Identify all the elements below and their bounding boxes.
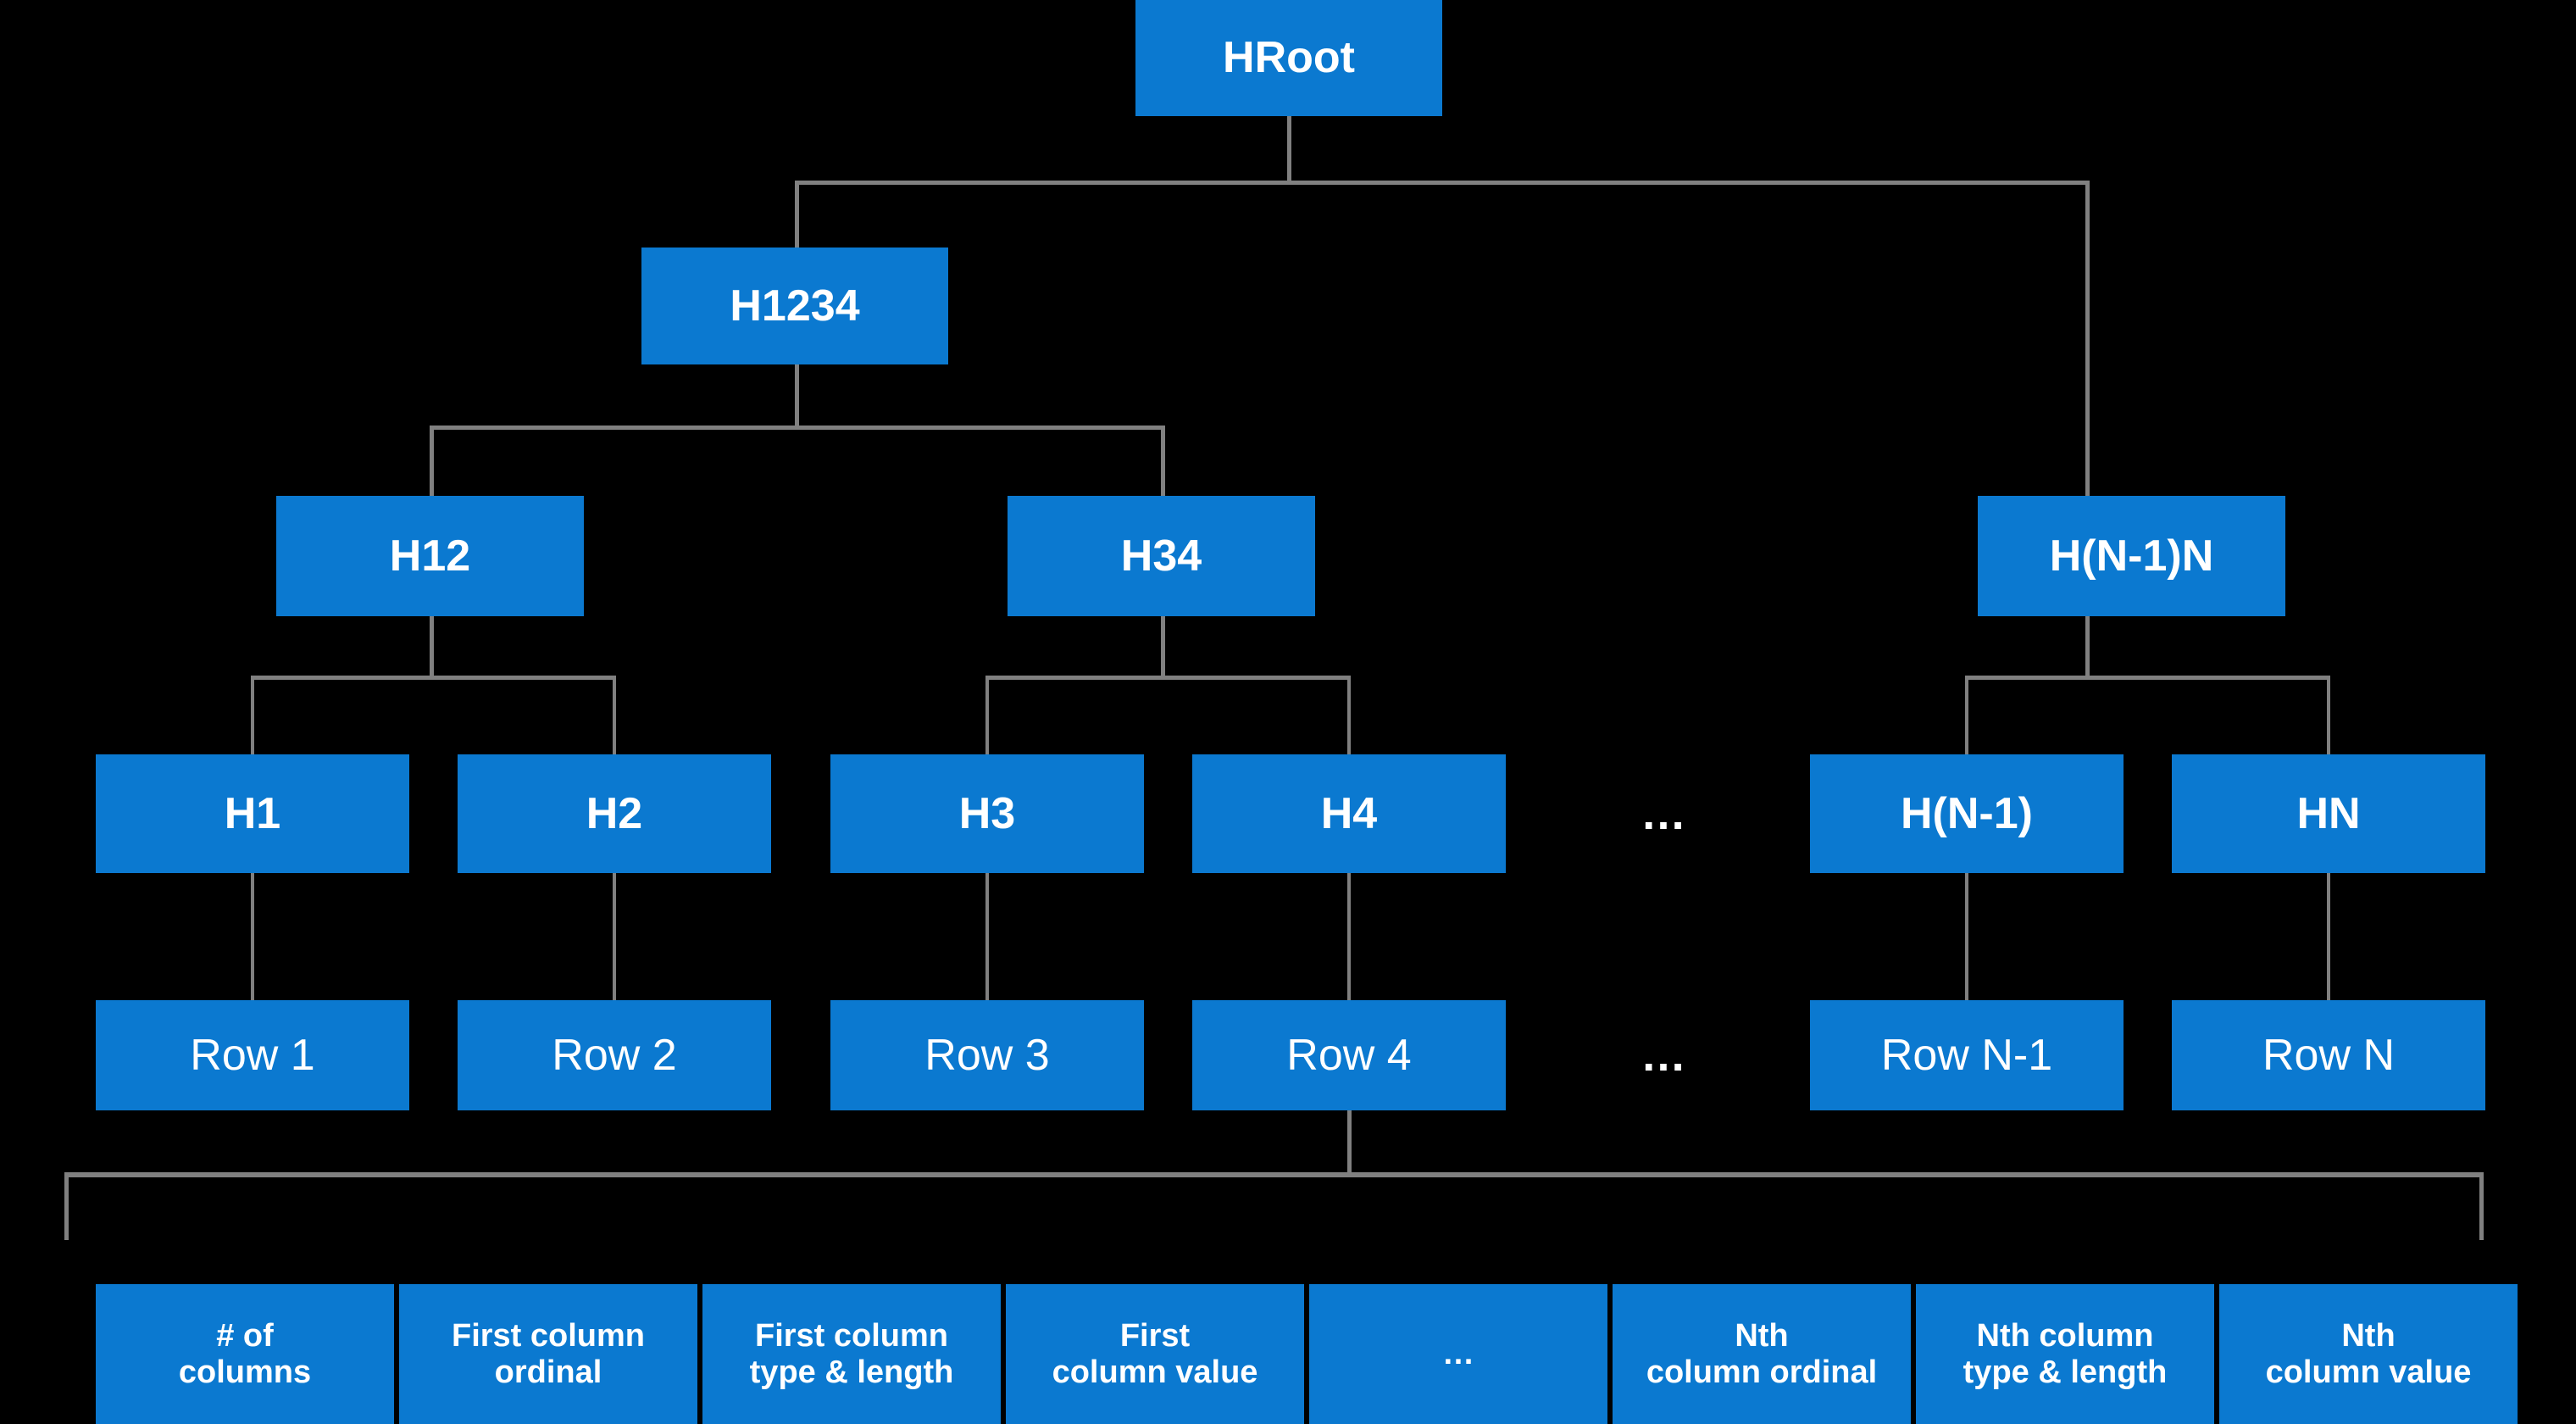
column-box-first-column-type-length[interactable]: First column type & length [702, 1284, 1001, 1424]
connector-h1234-stem [795, 364, 799, 427]
node-h4-label: H4 [1320, 788, 1378, 838]
connector-h12-stem [430, 616, 434, 678]
column-box-ellipsis-line2: … [1442, 1336, 1474, 1372]
node-hn1n-label: H(N-1)N [2049, 531, 2214, 581]
connector-h4-to-row4 [1347, 873, 1351, 1000]
connector-h3-to-row3 [985, 873, 989, 1000]
ellipsis-hash-level: … [1641, 788, 1690, 839]
node-hn1n[interactable]: H(N-1)N [1978, 496, 2285, 616]
node-row-1-label: Row 1 [190, 1030, 315, 1080]
connector-h12-bar [251, 676, 616, 680]
connector-h12-to-h2 [613, 676, 616, 754]
column-box-nth-column-type-length[interactable]: Nth column type & length [1916, 1284, 2214, 1424]
node-row-3-label: Row 3 [924, 1030, 1050, 1080]
connector-root-bar [795, 181, 2090, 185]
connector-columns-bar-left-end [64, 1172, 69, 1240]
connector-h1234-to-h34 [1161, 426, 1165, 496]
connector-root-to-hn1n [2085, 181, 2090, 496]
connector-h12-to-h1 [251, 676, 254, 754]
connector-hn-to-rown [2327, 873, 2330, 1000]
node-h1-label: H1 [224, 788, 281, 838]
node-hn-label: HN [2296, 788, 2361, 838]
node-row-2[interactable]: Row 2 [458, 1000, 771, 1110]
connector-columns-bar-right-end [2479, 1172, 2484, 1240]
column-box-first-column-type-length-line1: First column [754, 1317, 949, 1354]
column-box-num-of-columns-line2: columns [178, 1354, 312, 1390]
connector-row4-stem [1347, 1110, 1352, 1176]
column-box-nth-column-ordinal[interactable]: Nth column ordinal [1613, 1284, 1911, 1424]
node-row-4[interactable]: Row 4 [1192, 1000, 1506, 1110]
node-hn[interactable]: HN [2172, 754, 2485, 873]
column-box-num-of-columns[interactable]: # of columns [96, 1284, 394, 1424]
connector-h34-to-h4 [1347, 676, 1351, 754]
node-h34[interactable]: H34 [1008, 496, 1315, 616]
column-box-first-column-value-line1: First [1119, 1317, 1191, 1354]
node-row-n1-label: Row N-1 [1880, 1030, 2053, 1080]
column-box-nth-column-value-line2: column value [2265, 1354, 2472, 1390]
column-box-ellipsis[interactable]: … [1309, 1284, 1607, 1424]
connector-hn1-to-rown1 [1965, 873, 1968, 1000]
connector-h2-to-row2 [613, 873, 616, 1000]
node-row-3[interactable]: Row 3 [830, 1000, 1144, 1110]
connector-hn1n-to-hn1 [1965, 676, 1968, 754]
connector-root-to-h1234 [795, 181, 799, 248]
column-box-first-column-ordinal-line2: ordinal [494, 1354, 602, 1390]
column-box-first-column-ordinal-line1: First column [451, 1317, 646, 1354]
node-h34-label: H34 [1120, 531, 1202, 581]
node-h1234-label: H1234 [730, 281, 860, 331]
ellipsis-row-level: … [1641, 1030, 1690, 1081]
column-box-num-of-columns-line1: # of [216, 1317, 274, 1354]
column-box-nth-column-value[interactable]: Nth column value [2219, 1284, 2518, 1424]
node-h12[interactable]: H12 [276, 496, 584, 616]
node-hn1-label: H(N-1) [1901, 788, 2033, 838]
node-h12-label: H12 [389, 531, 471, 581]
connector-h34-stem [1161, 616, 1165, 678]
column-box-first-column-value[interactable]: First column value [1006, 1284, 1304, 1424]
node-h3-label: H3 [958, 788, 1016, 838]
connector-h1234-to-h12 [430, 426, 434, 496]
column-box-first-column-type-length-line2: type & length [749, 1354, 954, 1390]
column-box-nth-column-type-length-line2: type & length [1963, 1354, 2168, 1390]
column-box-first-column-value-line2: column value [1052, 1354, 1258, 1390]
node-row-2-label: Row 2 [552, 1030, 677, 1080]
node-h1234[interactable]: H1234 [641, 248, 948, 364]
column-box-nth-column-ordinal-line2: column ordinal [1646, 1354, 1878, 1390]
connector-h1-to-row1 [251, 873, 254, 1000]
node-h1[interactable]: H1 [96, 754, 409, 873]
node-h2-label: H2 [586, 788, 643, 838]
node-h4[interactable]: H4 [1192, 754, 1506, 873]
node-row-1[interactable]: Row 1 [96, 1000, 409, 1110]
node-row-n[interactable]: Row N [2172, 1000, 2485, 1110]
node-hn1[interactable]: H(N-1) [1810, 754, 2124, 873]
node-row-n-label: Row N [2262, 1030, 2396, 1080]
column-box-nth-column-ordinal-line1: Nth [1735, 1317, 1789, 1354]
node-h3[interactable]: H3 [830, 754, 1144, 873]
column-box-nth-column-type-length-line1: Nth column [1976, 1317, 2154, 1354]
connector-h34-to-h3 [985, 676, 989, 754]
connector-hn1n-stem [2085, 616, 2090, 678]
connector-h1234-bar [430, 426, 1165, 430]
node-row-4-label: Row 4 [1286, 1030, 1412, 1080]
column-box-nth-column-value-line1: Nth [2341, 1317, 2396, 1354]
node-hroot[interactable]: HRoot [1135, 0, 1442, 116]
connector-hn1n-to-hn [2327, 676, 2330, 754]
node-row-n1[interactable]: Row N-1 [1810, 1000, 2124, 1110]
column-box-first-column-ordinal[interactable]: First column ordinal [399, 1284, 697, 1424]
connector-columns-bar [64, 1172, 2484, 1177]
connector-root-stem [1287, 116, 1291, 185]
connector-hn1n-bar [1965, 676, 2330, 680]
connector-h34-bar [985, 676, 1351, 680]
node-hroot-label: HRoot [1223, 33, 1355, 83]
node-h2[interactable]: H2 [458, 754, 771, 873]
